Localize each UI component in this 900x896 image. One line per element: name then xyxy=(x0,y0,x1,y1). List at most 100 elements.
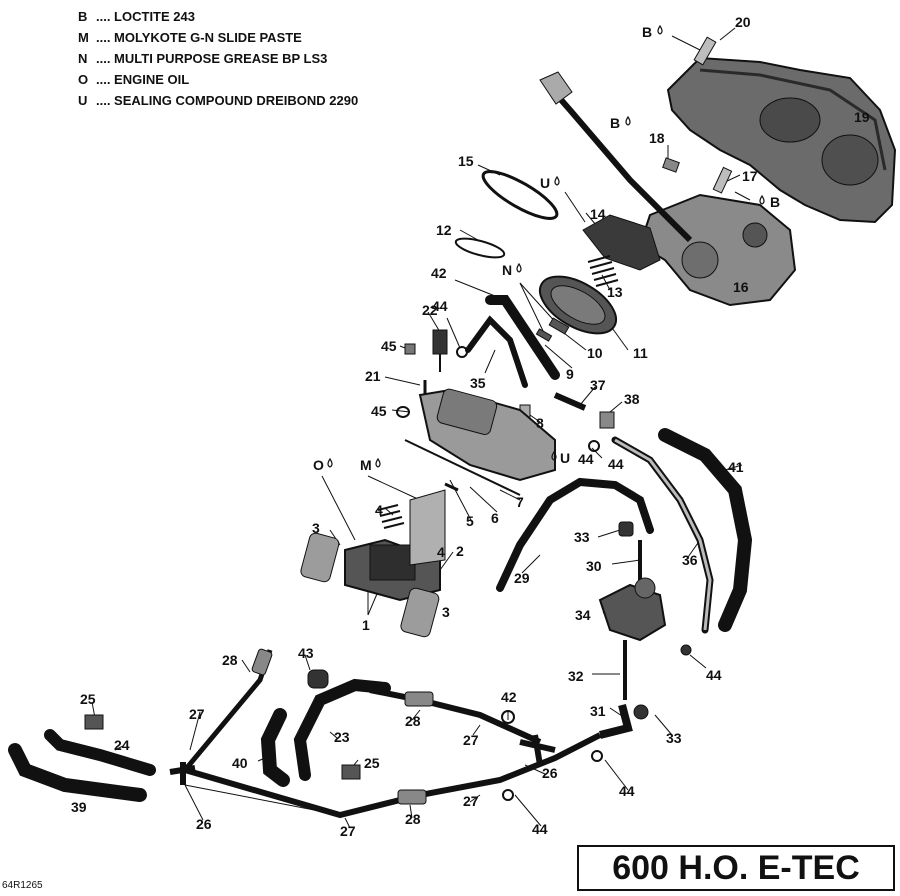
callout-label: 36 xyxy=(682,552,698,568)
callout-label: 14 xyxy=(590,206,606,222)
oil-drop-icon xyxy=(554,175,560,186)
oil-drop-icon xyxy=(759,194,765,205)
oil-drop-icon xyxy=(375,457,381,468)
oil-drop-icon xyxy=(327,457,333,468)
legend-row: B .... LOCTITE 243 xyxy=(78,6,358,27)
legend-code: M xyxy=(78,30,89,45)
callout-label: 44 xyxy=(608,456,624,472)
legend-text: .... ENGINE OIL xyxy=(96,72,190,87)
callout-label: 7 xyxy=(516,494,524,510)
hose-part xyxy=(293,678,391,781)
hose-part xyxy=(485,295,560,380)
callout-label: 27 xyxy=(463,793,479,809)
hose-part xyxy=(8,743,147,802)
callout-label: 11 xyxy=(633,345,648,361)
callout-label: 25 xyxy=(364,755,380,771)
callout-label: 17 xyxy=(742,168,758,184)
part-callouts: 1 2 3 3 4 4 5 6 7 8 9 10 11 12 13 14 15 … xyxy=(71,14,870,839)
symbol-u: U xyxy=(560,450,570,466)
legend-text: .... LOCTITE 243 xyxy=(96,9,195,24)
legend-row: N.... MULTI PURPOSE GREASE BP LS3 xyxy=(78,48,358,69)
callout-label: 15 xyxy=(458,153,474,169)
callout-label: 44 xyxy=(619,783,635,799)
callout-label: 13 xyxy=(607,284,623,300)
callout-label: 3 xyxy=(442,604,450,620)
callout-label: 12 xyxy=(436,222,452,238)
sensor-part xyxy=(432,329,448,355)
symbol-b: B xyxy=(642,24,652,40)
spacer-part xyxy=(662,157,680,173)
callout-label: 35 xyxy=(470,375,486,391)
o-ring-part xyxy=(481,170,559,220)
legend-row: O.... ENGINE OIL xyxy=(78,69,358,90)
oil-drop-icon xyxy=(657,24,663,35)
oil-drop-icon xyxy=(625,115,631,126)
callout-label: 27 xyxy=(340,823,356,839)
symbol-u: U xyxy=(540,175,550,191)
bolt-part xyxy=(693,36,717,66)
symbol-b: B xyxy=(610,115,620,131)
callout-label: 44 xyxy=(532,821,548,837)
callout-label: 22 xyxy=(422,302,438,318)
callout-label: 2 xyxy=(456,543,464,559)
callout-label: 3 xyxy=(312,520,320,536)
reference-code: 64R1265 xyxy=(2,880,43,891)
legend-text: .... MOLYKOTE G-N SLIDE PASTE xyxy=(96,30,302,45)
callout-label: 32 xyxy=(568,668,584,684)
callout-label: 25 xyxy=(80,691,96,707)
callout-label: 44 xyxy=(432,298,448,314)
hose-part xyxy=(44,729,156,776)
spring-part xyxy=(587,255,619,287)
symbol-b: B xyxy=(770,194,780,210)
parts-artwork xyxy=(8,36,897,819)
callout-label: 43 xyxy=(298,645,314,661)
legend-code: B xyxy=(78,9,88,24)
callout-label: 10 xyxy=(587,345,603,361)
callout-label: 42 xyxy=(501,689,517,705)
hose-part xyxy=(496,477,654,592)
callout-label: 28 xyxy=(405,713,421,729)
callout-label: 28 xyxy=(222,652,238,668)
callout-label: 34 xyxy=(575,607,591,623)
callout-label: 1 xyxy=(362,617,370,633)
callout-label: 44 xyxy=(706,667,722,683)
legend-code: U xyxy=(78,93,88,108)
callout-label: 42 xyxy=(431,265,447,281)
callout-label: 9 xyxy=(566,366,574,382)
drop-icons xyxy=(327,24,765,468)
callout-label: 21 xyxy=(365,368,381,384)
hose-part xyxy=(260,708,290,787)
callout-label: 8 xyxy=(536,415,544,431)
callout-label: 30 xyxy=(586,558,602,574)
callout-label: 39 xyxy=(71,799,87,815)
hose-part xyxy=(658,428,753,632)
callout-label: 26 xyxy=(196,816,212,832)
callout-label: 4 xyxy=(437,544,445,560)
callout-label: 23 xyxy=(334,729,350,745)
callout-label: 37 xyxy=(590,377,606,393)
callout-label: 6 xyxy=(491,510,499,526)
callout-label: 28 xyxy=(405,811,421,827)
callout-label: 20 xyxy=(735,14,751,30)
hose-part xyxy=(465,315,528,388)
check-valve-part xyxy=(598,583,667,642)
callout-label: 26 xyxy=(542,765,558,781)
callout-label: 27 xyxy=(463,732,479,748)
callout-label: 31 xyxy=(590,703,606,719)
callout-label: 16 xyxy=(733,279,749,295)
engine-title: 600 H.O. E-TEC xyxy=(577,845,895,891)
callout-label: 5 xyxy=(466,513,474,529)
callout-label: 4 xyxy=(375,502,383,518)
callout-label: 18 xyxy=(649,130,665,146)
callout-label: 44 xyxy=(578,451,594,467)
callout-label: 45 xyxy=(381,338,397,354)
symbol-m: M xyxy=(360,457,372,473)
lubricant-symbols: B B B U U N O M xyxy=(313,24,780,473)
callout-label: 24 xyxy=(114,737,130,753)
legend-text: .... MULTI PURPOSE GREASE BP LS3 xyxy=(96,51,328,66)
symbol-n: N xyxy=(502,262,512,278)
symbol-o: O xyxy=(313,457,324,473)
legend-row: U.... SEALING COMPOUND DREIBOND 2290 xyxy=(78,90,358,111)
lubricant-legend: B .... LOCTITE 243 M .... MOLYKOTE G-N SLI… xyxy=(78,6,358,111)
